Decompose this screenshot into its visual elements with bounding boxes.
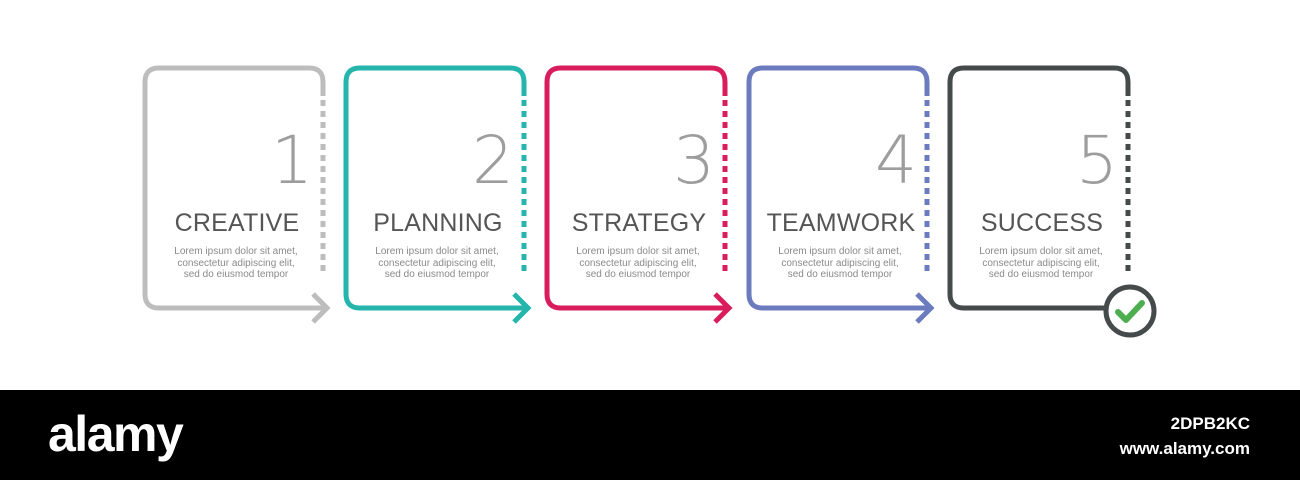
step-5-desc-line-1: Lorem ipsum dolor sit amet,	[979, 246, 1103, 257]
step-1-desc-line-1: Lorem ipsum dolor sit amet,	[174, 246, 298, 257]
step-3-desc-line-3: sed do eiusmod tempor	[585, 269, 691, 280]
checkmark-tick	[1115, 300, 1145, 323]
step-1-desc-line-3: sed do eiusmod tempor	[183, 269, 289, 280]
step-4-desc-line-1: Lorem ipsum dolor sit amet,	[778, 246, 902, 257]
step-1-desc-line-2: consectetur adipiscing elit,	[177, 257, 295, 269]
checkmark-ring	[1103, 284, 1157, 338]
step-1-title: CREATIVE	[174, 209, 300, 237]
step-5-outline	[947, 65, 1131, 311]
step-2-desc-line-1: Lorem ipsum dolor sit amet,	[375, 246, 499, 257]
step-1-creative: 1 CREATIVE Lorem ipsum dolor sit amet, c…	[142, 62, 343, 332]
step-4-title: TEAMWORK	[766, 209, 916, 237]
step-5-number: 5	[1076, 122, 1118, 199]
step-4-number: 4	[875, 122, 917, 199]
step-4-description: Lorem ipsum dolor sit amet, consectetur …	[751, 246, 929, 281]
step-3-number: 3	[673, 122, 715, 199]
step-5-desc-line-3: sed do eiusmod tempor	[988, 269, 1094, 280]
step-2-outline	[343, 65, 527, 311]
step-3-strategy: 3 STRATEGY Lorem ipsum dolor sit amet, c…	[544, 62, 745, 332]
watermark-bar: alamy 2DPB2KC www.alamy.com	[0, 390, 1300, 480]
step-2-description: Lorem ipsum dolor sit amet, consectetur …	[348, 246, 526, 281]
step-4-teamwork: 4 TEAMWORK Lorem ipsum dolor sit amet, c…	[746, 62, 947, 332]
step-2-desc-line-2: consectetur adipiscing elit,	[378, 257, 496, 269]
step-5-description: Lorem ipsum dolor sit amet, consectetur …	[952, 246, 1130, 281]
step-3-arrow-head	[713, 292, 733, 324]
step-1-arrow-head	[311, 292, 331, 324]
step-3-frame	[544, 65, 733, 324]
step-2-number: 2	[472, 122, 514, 199]
checkmark-icon	[1103, 284, 1157, 338]
step-4-frame	[746, 65, 935, 324]
step-3-desc-line-1: Lorem ipsum dolor sit amet,	[576, 246, 700, 257]
image-id: 2DPB2KC	[1170, 414, 1250, 433]
step-5-frame	[947, 65, 1131, 311]
step-5-title: SUCCESS	[980, 209, 1104, 237]
step-3-title: STRATEGY	[571, 209, 707, 237]
step-5-desc-line-2: consectetur adipiscing elit,	[982, 257, 1100, 269]
step-3-desc-line-2: consectetur adipiscing elit,	[579, 257, 697, 269]
brand-logo: alamy	[48, 406, 184, 462]
step-4-arrow-head	[915, 292, 935, 324]
site-url: www.alamy.com	[1119, 439, 1250, 458]
step-2-title: PLANNING	[373, 209, 503, 237]
infographic-canvas: 1 CREATIVE Lorem ipsum dolor sit amet, c…	[142, 62, 1157, 338]
step-1-description: Lorem ipsum dolor sit amet, consectetur …	[147, 246, 325, 281]
step-1-outline	[142, 65, 326, 311]
step-5-success: 5 SUCCESS Lorem ipsum dolor sit amet, co…	[947, 62, 1148, 332]
step-4-outline	[746, 65, 930, 311]
step-2-planning: 2 PLANNING Lorem ipsum dolor sit amet, c…	[343, 62, 544, 332]
step-2-desc-line-3: sed do eiusmod tempor	[384, 269, 490, 280]
step-1-frame	[142, 65, 331, 324]
step-1-number: 1	[271, 122, 313, 199]
step-2-arrow-head	[512, 292, 532, 324]
step-3-outline	[544, 65, 728, 311]
step-4-desc-line-2: consectetur adipiscing elit,	[781, 257, 899, 269]
step-2-frame	[343, 65, 532, 324]
step-3-description: Lorem ipsum dolor sit amet, consectetur …	[549, 246, 727, 281]
step-4-desc-line-3: sed do eiusmod tempor	[787, 269, 893, 280]
